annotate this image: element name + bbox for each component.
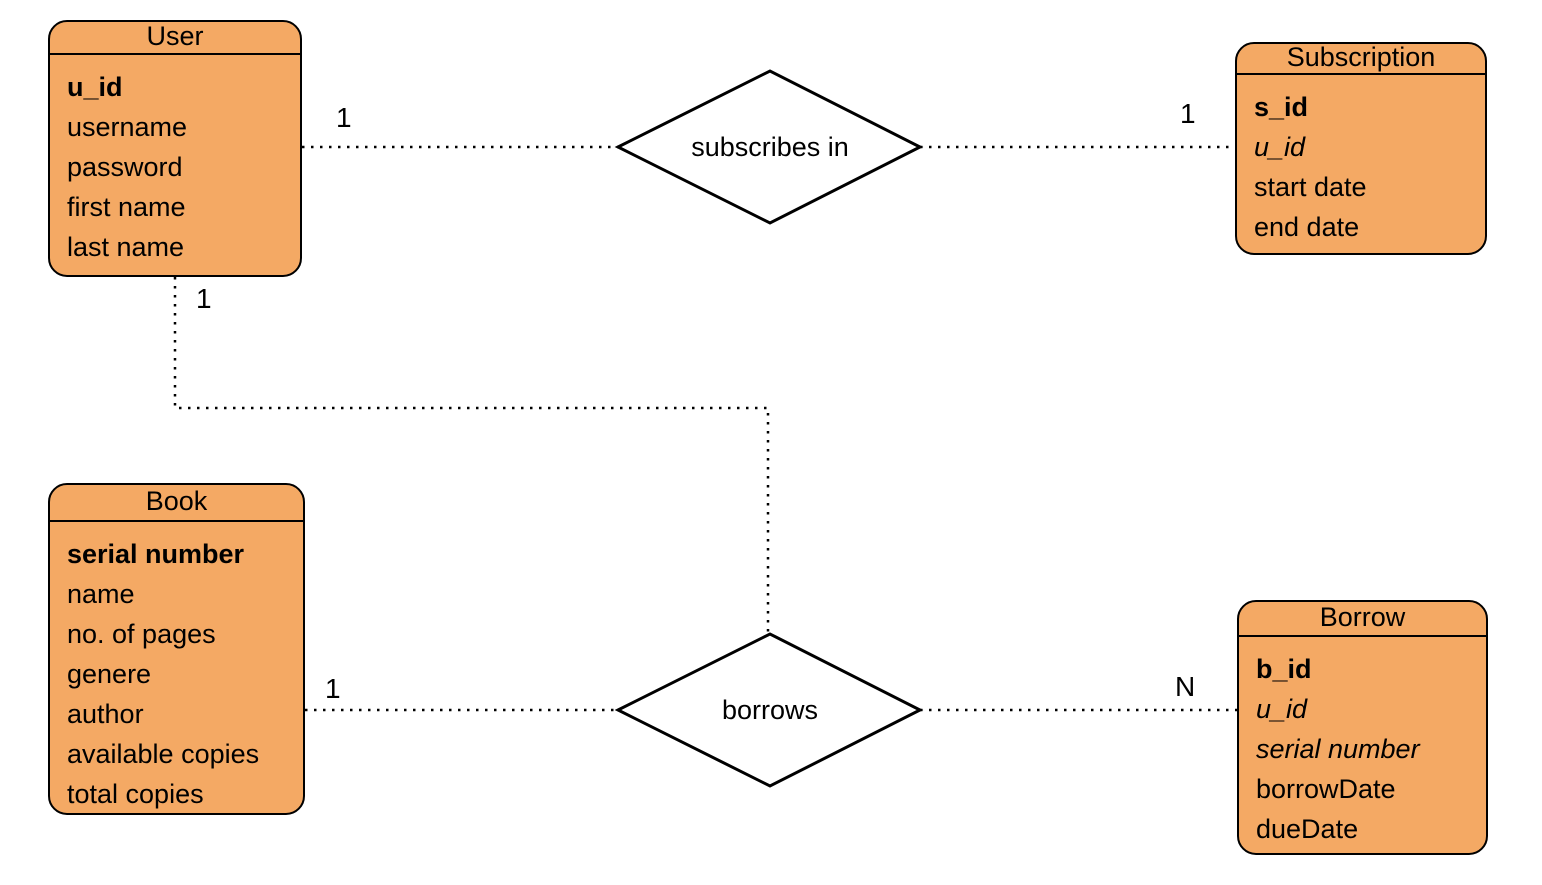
relationship-subscribes-in-label: subscribes in [691, 132, 849, 162]
attribute-user-password: password [67, 152, 183, 182]
cardinality-borrow-borrows: N [1175, 671, 1196, 702]
attribute-borrow-b-id: b_id [1256, 654, 1312, 684]
attribute-subscription-u-id: u_id [1254, 132, 1306, 162]
attribute-user-u-id: u_id [67, 72, 123, 102]
attribute-subscription-start-date: start date [1254, 172, 1367, 202]
entity-borrow: Borrow b_id u_id serial number borrowDat… [1237, 600, 1488, 855]
attribute-borrow-u-id: u_id [1256, 694, 1308, 724]
entity-subscription-title: Subscription [1237, 44, 1485, 75]
attribute-book-total-copies: total copies [67, 779, 204, 809]
cardinality-subscription-subscribes-in: 1 [1180, 98, 1196, 129]
relationship-borrows-diamond [614, 632, 924, 788]
entity-subscription: Subscription s_id u_id start date end da… [1235, 42, 1487, 255]
entity-user: User u_id username password first name l… [48, 20, 302, 277]
entity-borrow-attributes: b_id u_id serial number borrowDate dueDa… [1239, 637, 1486, 849]
relationship-borrows-label: borrows [722, 695, 818, 725]
entity-subscription-attributes: s_id u_id start date end date [1237, 75, 1485, 247]
cardinality-user-borrows: 1 [196, 283, 212, 314]
attribute-borrow-due-date: dueDate [1256, 814, 1359, 844]
entity-book: Book serial number name no. of pages gen… [48, 483, 305, 815]
attribute-book-serial-number: serial number [67, 539, 245, 569]
entity-user-attributes: u_id username password first name last n… [50, 55, 300, 267]
relationship-subscribes-in-diamond [614, 69, 924, 225]
attribute-book-name: name [67, 579, 135, 609]
attribute-book-available-copies: available copies [67, 739, 260, 769]
cardinality-user-subscribes-in: 1 [336, 102, 352, 133]
attribute-subscription-end-date: end date [1254, 212, 1360, 242]
entity-book-attributes: serial number name no. of pages genere a… [50, 522, 303, 814]
entity-book-title: Book [50, 485, 303, 522]
entity-user-title: User [50, 22, 300, 55]
attribute-user-last-name: last name [67, 232, 185, 262]
entity-borrow-title: Borrow [1239, 602, 1486, 637]
cardinality-book-borrows: 1 [325, 673, 341, 704]
edge-user-borrows [173, 277, 770, 634]
attribute-user-username: username [67, 112, 188, 142]
attribute-book-author: author [67, 699, 144, 729]
attribute-book-no-of-pages: no. of pages [67, 619, 216, 649]
attribute-book-genere: genere [67, 659, 152, 689]
attribute-borrow-serial-number: serial number [1256, 734, 1420, 764]
attribute-borrow-borrow-date: borrowDate [1256, 774, 1396, 804]
attribute-user-first-name: first name [67, 192, 186, 222]
attribute-subscription-s-id: s_id [1254, 92, 1309, 122]
